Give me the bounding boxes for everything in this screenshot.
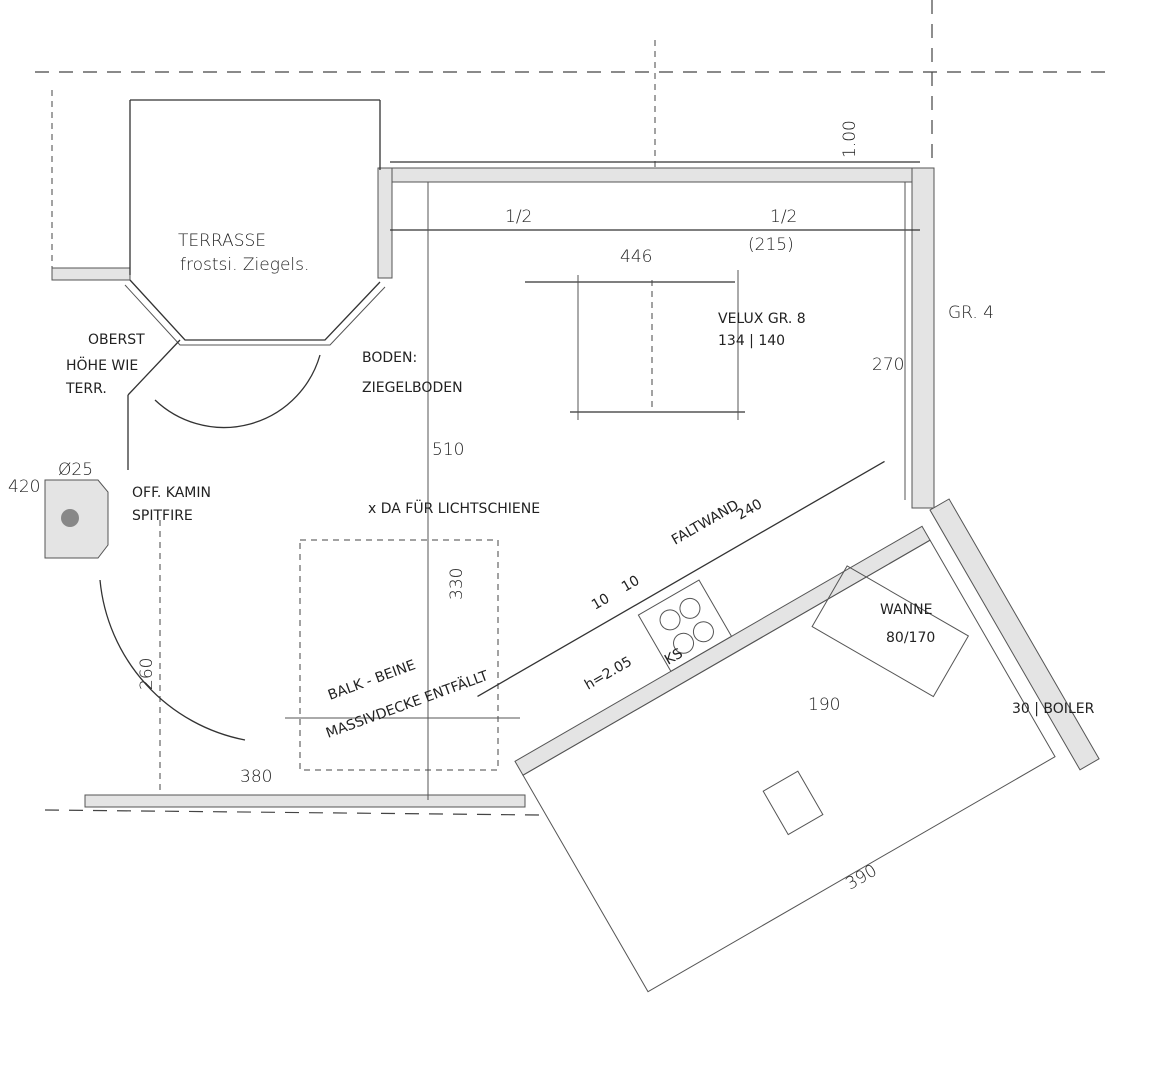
dim-bottom-380: 380 [240,767,272,787]
dim-half-right: 1/2 [770,207,797,227]
bathroom-block [477,460,1056,993]
dim-width-total: 446 [620,247,652,267]
velux-label-2: 134 | 140 [718,333,785,349]
diameter-label: Ø25 [58,460,93,480]
dim-wall-10b: 10 [619,573,642,596]
dim-beam-330: 330 [447,568,467,600]
height-label: h=2.05 [582,654,635,694]
note-line-1: OBERST [88,332,145,348]
dim-left-420: 420 [8,477,40,497]
dim-top-offset: 1.00 [840,120,860,158]
beam-outline [299,539,499,771]
velux-label-1: VELUX GR. 8 [718,311,806,327]
velux-window [525,270,745,420]
grid-axes [35,0,1105,816]
light-rail-note: x DA FÜR LICHTSCHIENE [368,499,540,517]
fridge-label: KS [662,646,686,669]
fireplace-label-2: SPITFIRE [132,508,193,524]
dim-radius-260: 260 [137,658,157,690]
chimney-flue-icon [61,509,79,527]
floor-label: BODEN: [362,350,417,366]
dim-bath-190: 190 [808,695,840,715]
dim-half-left: 1/2 [505,207,532,227]
faltwand-label: FALTWAND [669,497,742,548]
gr4-label: GR. 4 [948,303,994,323]
dim-faltwand-240: 240 [734,496,765,523]
walls [51,99,935,808]
fireplace [44,479,109,559]
dim-half-value: (215) [748,235,794,255]
tub-label-2: 80/170 [886,630,935,646]
fireplace-label-1: OFF. KAMIN [132,485,211,501]
dim-center-height: 510 [432,440,464,460]
note-line-3: TERR. [65,381,107,397]
dim-bath-390: 390 [843,861,881,895]
terrace-subtitle: frostsi. Ziegels. [180,255,309,275]
boiler-label: 30 | BOILER [1012,701,1095,717]
dim-right-height: 270 [872,355,904,375]
dim-wall-10a: 10 [589,591,612,614]
terrace-title: TERRASSE [178,231,266,251]
tub-label-1: WANNE [880,602,932,618]
note-line-2: HÖHE WIE [66,356,138,374]
floor-value: ZIEGELBODEN [362,380,463,396]
beam-label-2: MASSIVDECKE ENTFÄLLT [323,666,491,742]
